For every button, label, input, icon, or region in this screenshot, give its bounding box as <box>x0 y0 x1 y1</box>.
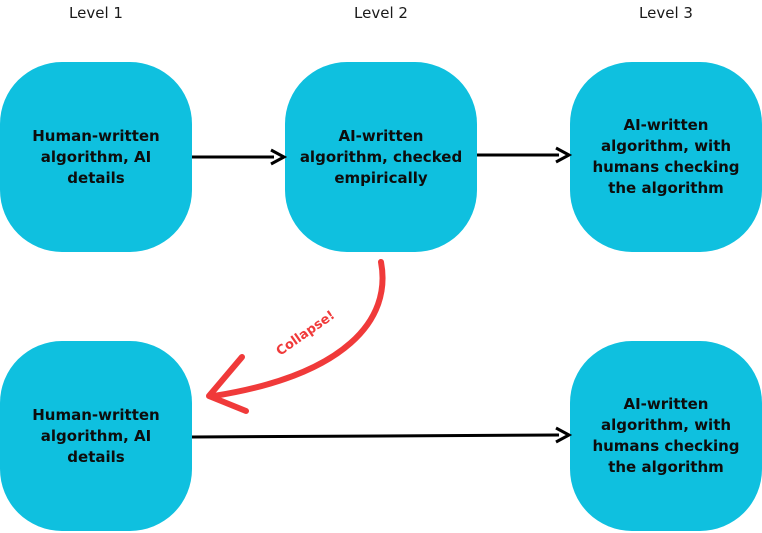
level-1-label: Level 1 <box>69 4 123 22</box>
node-ai-written-empirical: AI-written algorithm, checked empiricall… <box>285 62 477 252</box>
node-human-written-bottom: Human-written algorithm, AI details <box>0 341 192 531</box>
node-ai-written-human-checked-top: AI-written algorithm, with humans checki… <box>570 62 762 252</box>
level-3-label: Level 3 <box>639 4 693 22</box>
arrow-top-2-to-3 <box>477 146 573 164</box>
collapse-arrow <box>206 259 386 414</box>
node-ai-written-empirical-text: AI-written algorithm, checked empiricall… <box>299 126 463 187</box>
node-human-written-top: Human-written algorithm, AI details <box>0 62 192 252</box>
node-ai-written-human-checked-bottom: AI-written algorithm, with humans checki… <box>570 341 762 531</box>
level-2-label: Level 2 <box>354 4 408 22</box>
arrow-bottom-1-to-3 <box>191 426 573 444</box>
node-human-written-bottom-text: Human-written algorithm, AI details <box>32 405 160 466</box>
collapse-label: Collapse! <box>274 308 338 359</box>
node-ai-written-human-checked-bottom-text: AI-written algorithm, with humans checki… <box>592 395 740 476</box>
node-human-written-top-text: Human-written algorithm, AI details <box>32 126 160 187</box>
arrow-top-1-to-2 <box>192 148 288 166</box>
node-ai-written-human-checked-top-text: AI-written algorithm, with humans checki… <box>592 116 740 197</box>
